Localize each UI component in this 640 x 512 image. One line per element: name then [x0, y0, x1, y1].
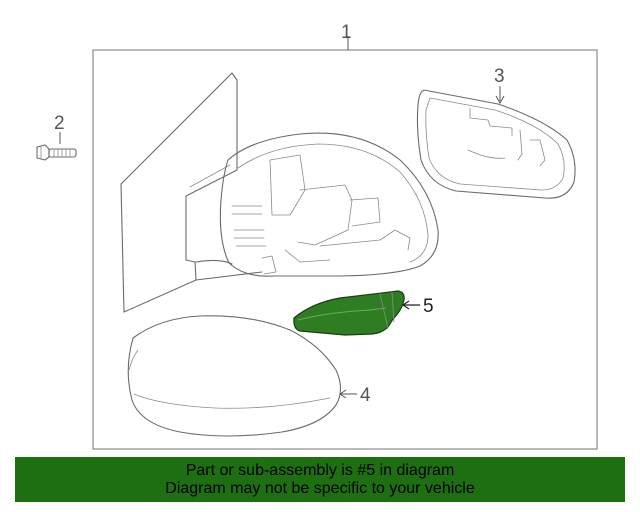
signal-lamp-part: [293, 290, 405, 336]
callout-1-label: 1: [341, 22, 352, 43]
signal-lamp-body: [293, 290, 405, 336]
callout-3-arrow: [495, 95, 505, 105]
callout-5-arrow: [401, 300, 410, 310]
info-banner: Part or sub-assembly is #5 in diagram Di…: [15, 457, 625, 502]
bolt-part: [36, 144, 77, 161]
mirror-assembly-part: [120, 72, 439, 313]
mirror-glass-part: [416, 89, 576, 199]
callout-3-label: 3: [494, 66, 505, 87]
mirror-cover-part: [127, 315, 342, 437]
banner-line-2: Diagram may not be specific to your vehi…: [165, 479, 475, 497]
callout-4-arrow: [339, 389, 347, 399]
callout-5-label: 5: [423, 296, 434, 317]
diagram-frame: [92, 49, 598, 450]
banner-line-1: Part or sub-assembly is #5 in diagram: [185, 461, 455, 479]
callout-4-label: 4: [360, 385, 371, 406]
parts-diagram: 1 2 3 5: [36, 22, 598, 450]
callout-2-label: 2: [54, 113, 65, 134]
